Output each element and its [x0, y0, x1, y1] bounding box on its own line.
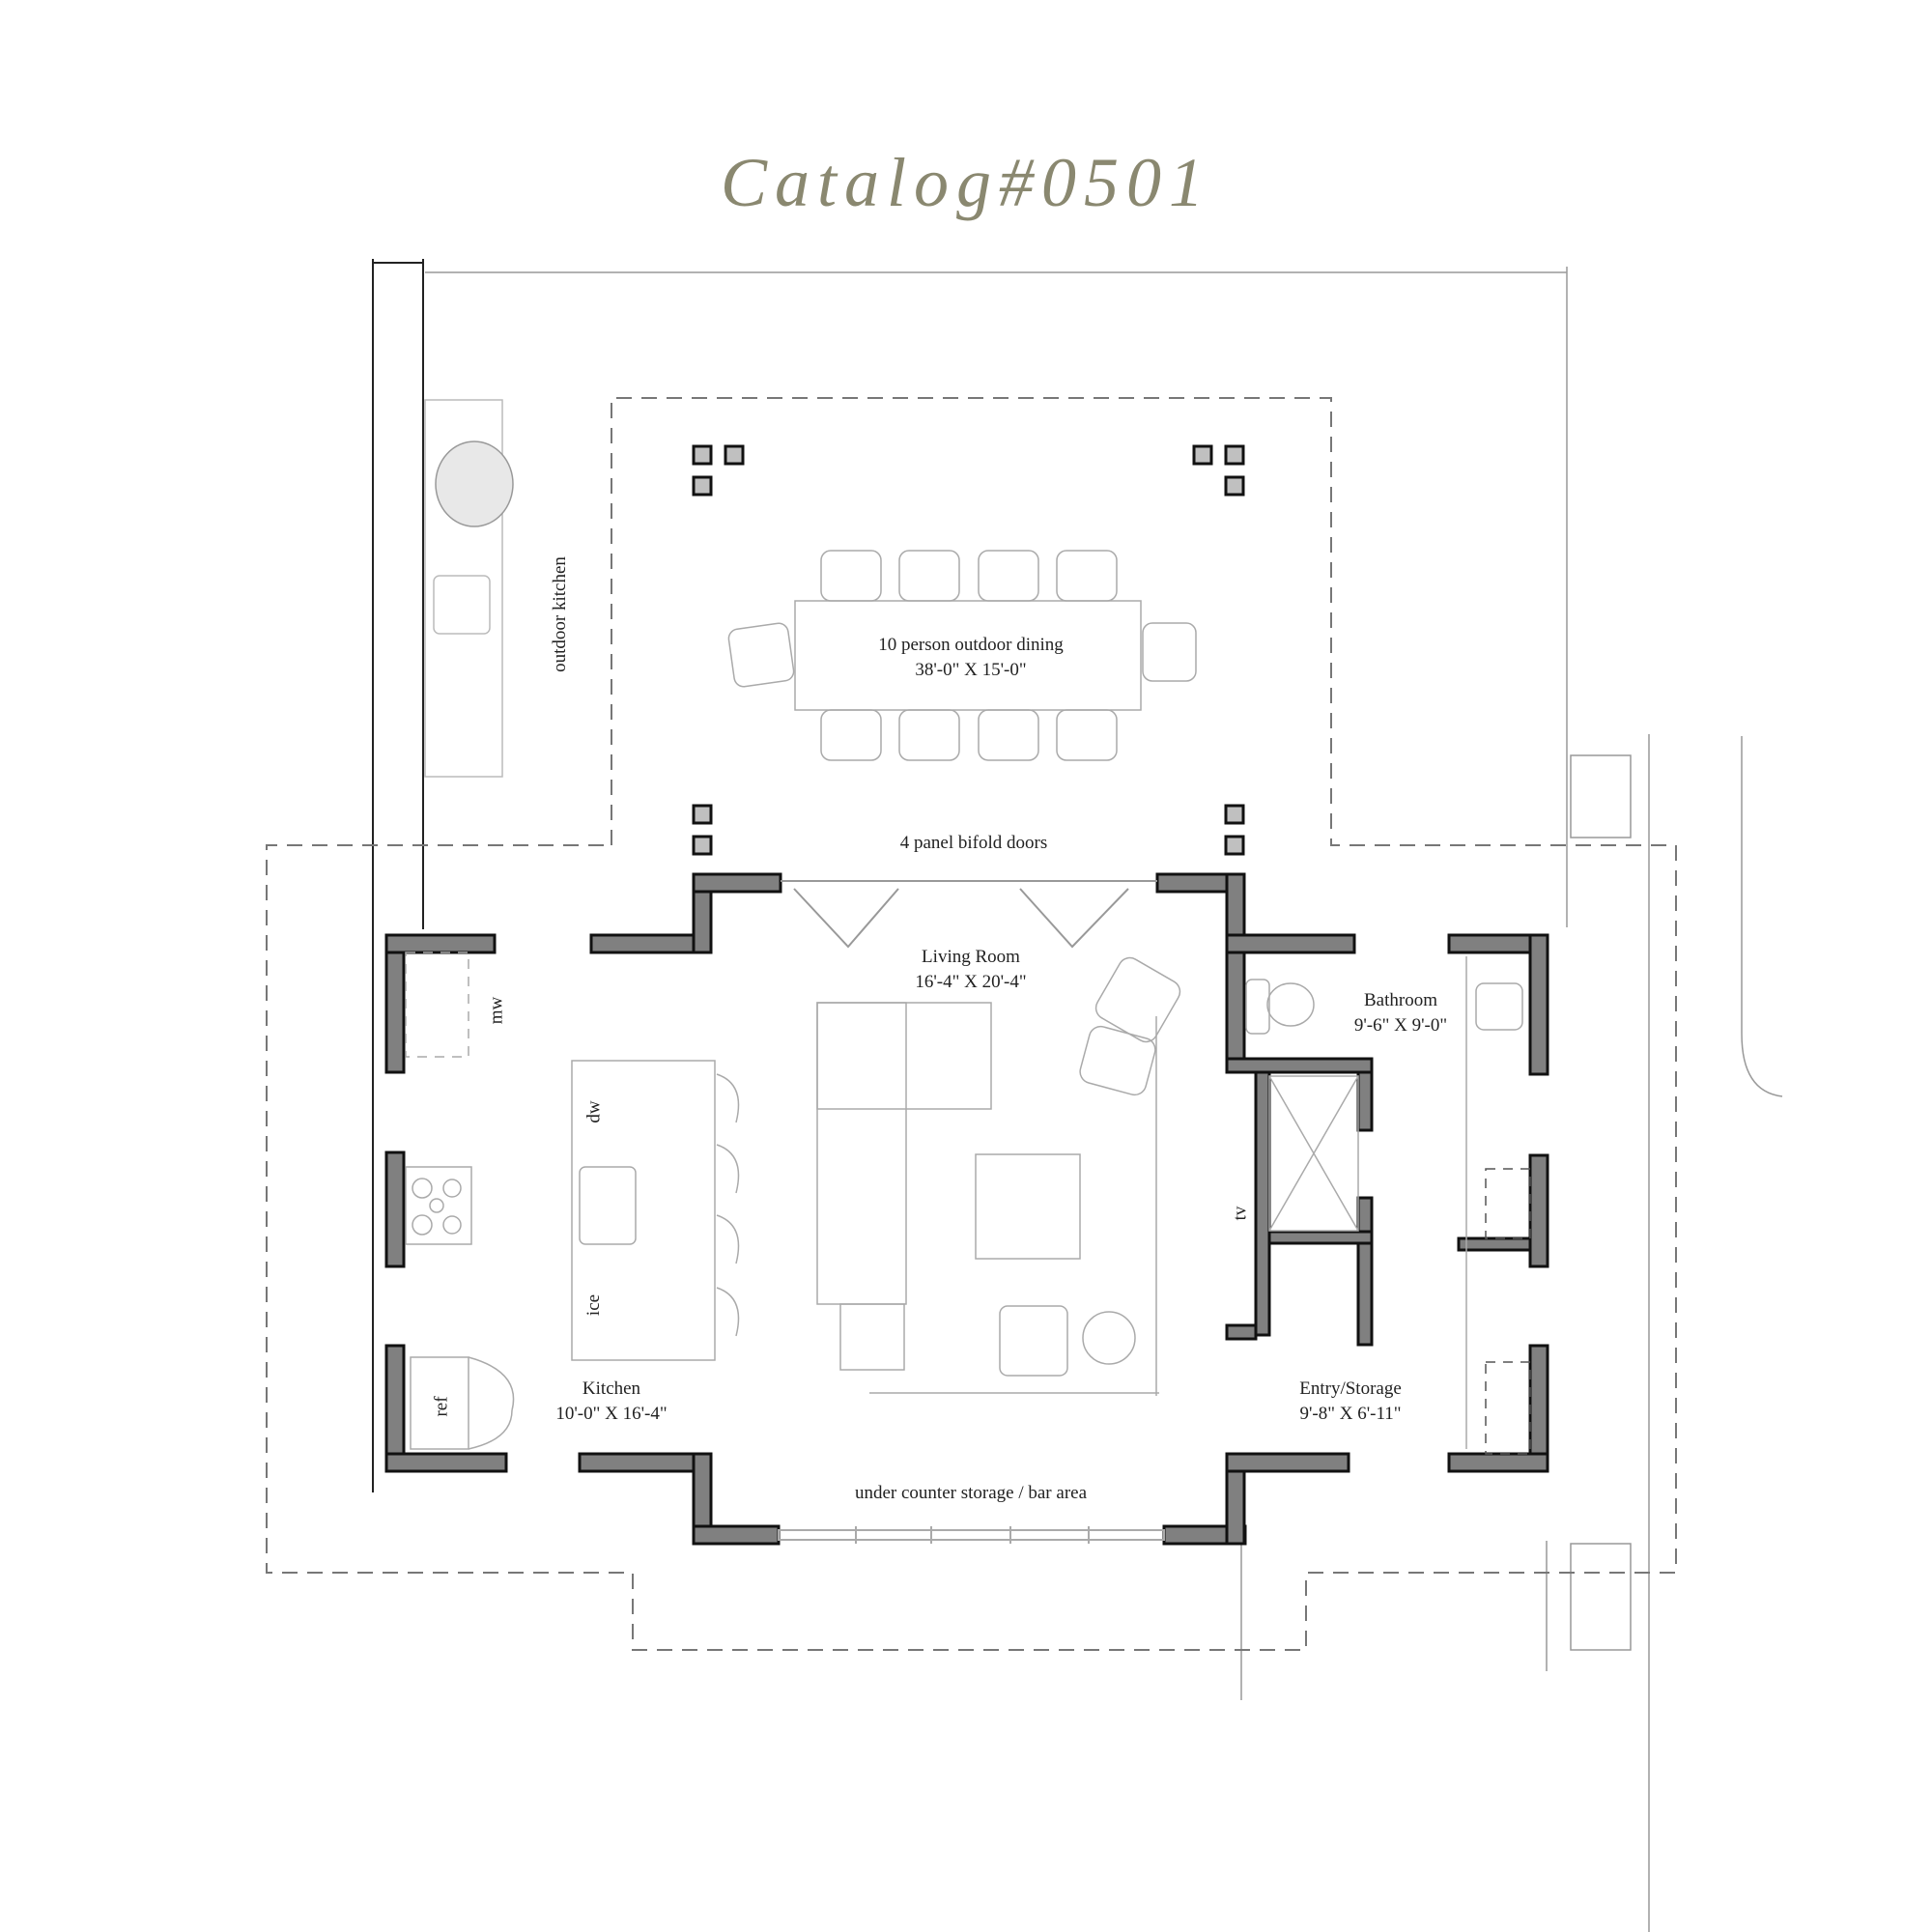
- building-walls: [384, 872, 1549, 1546]
- dining-chairs: [727, 550, 1197, 761]
- kitchen-label: Kitchen 10'-0" X 16'-4": [555, 1377, 667, 1427]
- outdoor-kitchen-counter: [424, 399, 514, 778]
- living-furniture: [816, 956, 1181, 1396]
- bar-area-label: under counter storage / bar area: [854, 1483, 1088, 1503]
- living-room-label: Living Room 16'-4" X 20'-4": [915, 945, 1026, 995]
- outdoor-dining-label: 10 person outdoor dining 38'-0" X 15'-0": [878, 633, 1064, 683]
- columns: [692, 444, 1245, 856]
- catalog-title: Catalog#0501: [720, 144, 1212, 221]
- bathroom-name: Bathroom: [1363, 990, 1437, 1010]
- bathroom-label: Bathroom 9'-6" X 9'-0": [1354, 988, 1447, 1038]
- bifold-doors: [781, 880, 1157, 949]
- living-room-size: 16'-4" X 20'-4": [915, 972, 1027, 992]
- kitchen-size: 10'-0" X 16'-4": [555, 1404, 668, 1424]
- dw-label: dw: [583, 1100, 605, 1123]
- bath-fixtures: [1245, 956, 1531, 1455]
- outdoor-dining-size: 38'-0" X 15'-0": [915, 660, 1027, 680]
- outdoor-dining-boundary: [266, 397, 1677, 1651]
- bar-windows: [778, 1526, 1165, 1544]
- ref-label: ref: [431, 1396, 452, 1417]
- mw-label: mw: [486, 996, 507, 1025]
- outdoor-dining-name: 10 person outdoor dining: [878, 635, 1064, 655]
- living-room-name: Living Room: [922, 947, 1020, 967]
- dining-table: [727, 550, 1197, 761]
- kitchen-name: Kitchen: [582, 1378, 641, 1399]
- bathroom-size: 9'-6" X 9'-0": [1353, 1015, 1448, 1036]
- site-lines: [425, 267, 1783, 1932]
- bar-stools: [716, 1073, 740, 1337]
- bifold-doors-label: 4 panel bifold doors: [899, 833, 1048, 853]
- entry-storage-name: Entry/Storage: [1299, 1378, 1402, 1399]
- kitchen-fixtures: [405, 952, 740, 1450]
- entry-storage-label: Entry/Storage 9'-8" X 6'-11": [1299, 1377, 1402, 1427]
- outdoor-kitchen-label: outdoor kitchen: [549, 556, 570, 672]
- ice-label: ice: [583, 1293, 605, 1317]
- entry-storage-size: 9'-8" X 6'-11": [1299, 1404, 1402, 1424]
- outdoor-kitchen-wall: [372, 259, 424, 1492]
- tv-label: tv: [1230, 1206, 1251, 1221]
